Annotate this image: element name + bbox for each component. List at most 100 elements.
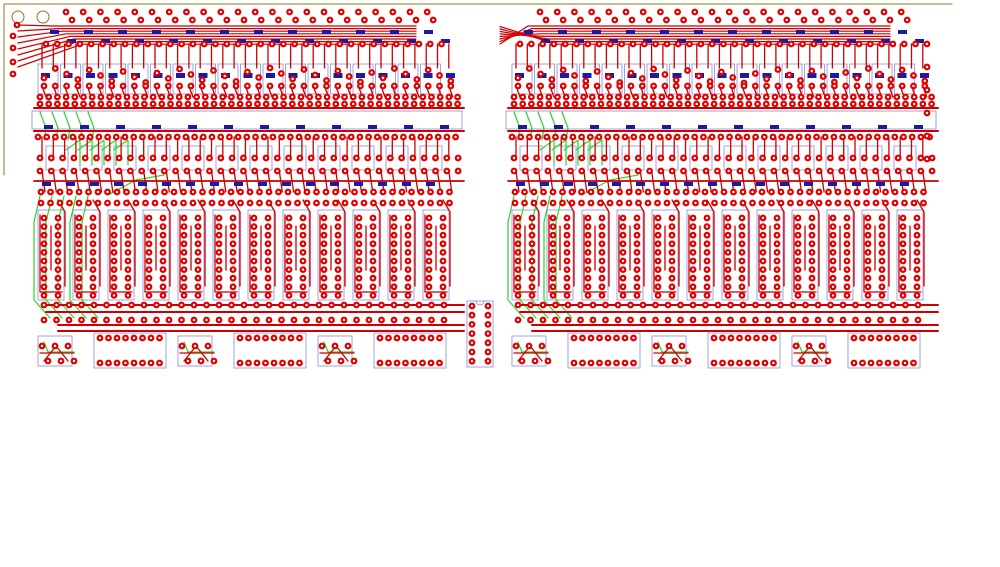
drill-hole (869, 336, 873, 340)
smd-pad (108, 73, 118, 78)
drill-hole (660, 102, 664, 106)
smd-pad (564, 182, 573, 186)
drill-hole (901, 268, 905, 271)
drill-hole (259, 42, 262, 46)
drill-hole (765, 95, 768, 99)
drill-hole (438, 190, 442, 194)
drill-hole (42, 251, 46, 254)
drill-hole (516, 318, 520, 322)
drill-hole (666, 303, 670, 307)
smd-pad (42, 182, 51, 186)
drill-hole (419, 135, 422, 139)
top-copper-trace (741, 170, 746, 193)
drill-hole (523, 201, 526, 205)
drill-hole (516, 76, 520, 80)
drill-hole (182, 294, 186, 297)
drill-hole (600, 234, 604, 237)
smd-pad (626, 125, 635, 129)
drill-hole (815, 135, 818, 139)
drill-hole (99, 84, 102, 88)
drill-hole (169, 95, 172, 99)
drill-hole (665, 201, 669, 205)
drill-hole (880, 234, 884, 237)
smd-pad (732, 182, 741, 186)
drill-hole (315, 135, 318, 139)
drill-hole (831, 268, 835, 271)
drill-hole (552, 42, 556, 46)
drill-hole (675, 84, 678, 88)
drill-hole (406, 42, 409, 46)
drill-hole (115, 361, 119, 365)
drill-hole (205, 318, 208, 322)
drill-hole (324, 190, 328, 194)
drill-hole (305, 303, 308, 307)
component-outline (756, 209, 784, 301)
drill-hole (915, 225, 919, 228)
smd-pad (224, 125, 233, 129)
drill-hole (404, 361, 407, 365)
drill-hole (551, 225, 555, 228)
drill-hole (174, 169, 177, 173)
drill-hole (746, 361, 750, 365)
drill-hole (665, 42, 669, 46)
component-outline (215, 145, 239, 171)
drill-hole (516, 294, 520, 297)
drill-hole (121, 84, 125, 88)
top-copper-trace (120, 170, 125, 193)
drill-hole (42, 225, 46, 228)
drill-hole (869, 42, 872, 46)
component-outline (113, 145, 137, 171)
drill-hole (447, 102, 451, 106)
top-copper-trace (425, 170, 430, 193)
drill-hole (615, 336, 618, 340)
drill-hole (874, 169, 877, 173)
drill-hole (669, 95, 672, 99)
drill-hole (773, 102, 777, 106)
drill-hole (161, 225, 165, 228)
component-outline (93, 332, 167, 369)
top-copper-trace (267, 170, 272, 193)
drill-hole (217, 303, 221, 307)
drill-hole (625, 95, 629, 99)
drill-hole (281, 361, 284, 365)
drill-hole (308, 95, 311, 99)
drill-hole (315, 190, 318, 194)
drill-hole (589, 336, 593, 340)
drill-hole (264, 361, 267, 365)
drill-hole (836, 190, 840, 194)
component-outline (373, 332, 447, 369)
drill-hole (675, 201, 678, 205)
drill-hole (99, 74, 102, 77)
drill-hole (575, 42, 578, 46)
top-copper-trace (179, 214, 203, 293)
drill-hole (242, 318, 246, 322)
drill-hole (280, 72, 283, 75)
drill-hole (708, 84, 712, 88)
top-copper-trace (706, 199, 715, 287)
drill-hole (427, 285, 431, 288)
drill-hole (370, 71, 373, 74)
drill-hole (659, 10, 662, 14)
component-outline (511, 335, 547, 367)
drill-hole (266, 259, 270, 263)
drill-hole (172, 201, 176, 205)
top-copper-trace (232, 199, 241, 287)
drill-hole (125, 102, 129, 106)
drill-hole (161, 285, 165, 288)
drill-hole (255, 318, 258, 322)
smd-pad (138, 182, 147, 186)
drill-hole (317, 318, 321, 322)
drill-hole (656, 234, 660, 237)
drill-hole (158, 336, 161, 340)
drill-hole (112, 42, 116, 46)
smd-pad (66, 182, 75, 186)
top-copper-trace (436, 170, 442, 193)
drill-hole (598, 336, 601, 340)
drill-hole (658, 135, 662, 139)
drill-hole (652, 95, 655, 99)
drill-hole (617, 95, 620, 99)
component-outline (826, 209, 854, 301)
drill-hole (866, 259, 870, 263)
drill-hole (656, 190, 659, 194)
drill-hole (556, 10, 559, 14)
